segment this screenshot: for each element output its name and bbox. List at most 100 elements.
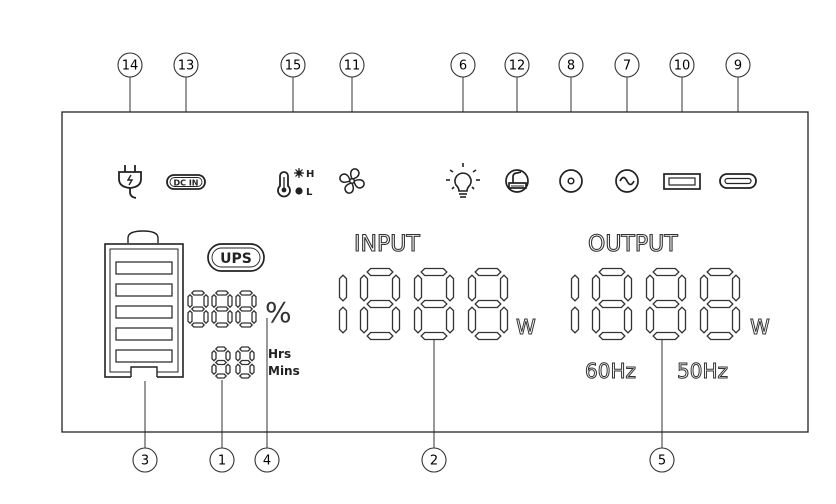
digit-segment xyxy=(420,331,448,341)
digit-segment xyxy=(499,306,509,334)
output-watt-digits xyxy=(570,267,741,341)
svg-text:7: 7 xyxy=(623,59,631,74)
car-charger-icon xyxy=(505,169,529,193)
digit-segment xyxy=(366,299,394,309)
callout-5: 5 xyxy=(649,447,675,473)
digit-segment xyxy=(677,274,687,302)
svg-text:5: 5 xyxy=(658,454,666,469)
callout-2: 2 xyxy=(421,447,447,473)
svg-text:1: 1 xyxy=(218,454,226,469)
callout-6: 6 xyxy=(450,52,476,78)
callout-8: 8 xyxy=(558,52,584,78)
digit-segment xyxy=(227,309,233,325)
svg-text:11: 11 xyxy=(344,59,361,74)
svg-text:2: 2 xyxy=(430,454,438,469)
callout-11: 11 xyxy=(339,52,365,78)
digit-segment xyxy=(467,306,477,334)
svg-text:15: 15 xyxy=(285,59,302,74)
percent-sign: % xyxy=(265,296,292,329)
digit-segment xyxy=(359,274,369,302)
svg-text:9: 9 xyxy=(734,59,742,74)
sun-small-icon xyxy=(294,168,304,178)
callout-15: 15 xyxy=(280,52,306,78)
digit-segment xyxy=(338,306,348,334)
digit-segment xyxy=(211,293,217,309)
digit-segment xyxy=(214,306,230,312)
digit-segment xyxy=(214,322,230,328)
digit-segment xyxy=(598,267,626,277)
digit-segment xyxy=(467,274,477,302)
digit-segment xyxy=(225,363,231,376)
battery-bar xyxy=(115,305,173,319)
svg-text:DC IN: DC IN xyxy=(174,179,199,188)
callout-12: 12 xyxy=(504,52,530,78)
time-digits xyxy=(211,346,255,379)
digit-segment xyxy=(366,331,394,341)
mins-label: Mins xyxy=(268,364,300,378)
digit-segment xyxy=(235,349,241,362)
callout-1: 1 xyxy=(209,447,235,473)
digit-segment xyxy=(474,331,502,341)
freq-60hz-label: 60Hz xyxy=(585,359,636,383)
callout-14: 14 xyxy=(117,52,143,78)
digit-segment xyxy=(251,293,257,309)
digit-segment xyxy=(731,274,741,302)
digit-segment xyxy=(251,309,257,325)
callout-10: 10 xyxy=(669,52,695,78)
digit-segment xyxy=(391,306,401,334)
usb-c-icon xyxy=(719,173,757,189)
percent-digits xyxy=(187,290,257,328)
digit-segment xyxy=(591,274,601,302)
ac-outlet-icon xyxy=(615,169,639,193)
digit-segment xyxy=(238,373,252,379)
digit-segment xyxy=(677,306,687,334)
digit-segment xyxy=(214,290,230,296)
callout-4: 4 xyxy=(254,447,280,473)
temp-high-label: H xyxy=(306,169,314,180)
thermometer-icon xyxy=(277,171,291,198)
svg-text:14: 14 xyxy=(122,59,139,74)
svg-text:10: 10 xyxy=(674,59,691,74)
digit-segment xyxy=(706,331,734,341)
freq-50hz-label: 50Hz xyxy=(677,359,728,383)
digit-segment xyxy=(238,290,254,296)
digit-segment xyxy=(652,299,680,309)
digit-segment xyxy=(235,363,241,376)
digit-segment xyxy=(623,306,633,334)
svg-text:6: 6 xyxy=(459,59,467,74)
digit-segment xyxy=(652,331,680,341)
digit-segment xyxy=(214,373,228,379)
digit-segment xyxy=(203,309,209,325)
digit-segment xyxy=(238,346,252,352)
digit-segment xyxy=(598,299,626,309)
digit-segment xyxy=(190,322,206,328)
digit-segment xyxy=(591,306,601,334)
digit-segment xyxy=(598,331,626,341)
digit-segment xyxy=(359,306,369,334)
digit-segment xyxy=(211,309,217,325)
leader-lines xyxy=(129,77,739,448)
svg-text:13: 13 xyxy=(178,59,195,74)
output-title: OUTPUT xyxy=(588,232,678,257)
digit-segment xyxy=(474,299,502,309)
output-watt-unit: W xyxy=(750,315,770,339)
digit-segment xyxy=(731,306,741,334)
digit-segment xyxy=(570,274,580,302)
digit-segment xyxy=(706,299,734,309)
callout-9: 9 xyxy=(725,52,751,78)
digit-segment xyxy=(238,359,252,366)
digit-segment xyxy=(187,293,193,309)
battery-bar xyxy=(115,261,173,275)
digit-segment xyxy=(706,267,734,277)
temp-low-label: L xyxy=(306,187,313,198)
digit-segment xyxy=(652,267,680,277)
digit-segment xyxy=(645,306,655,334)
battery-bar xyxy=(115,283,173,297)
digit-segment xyxy=(699,306,709,334)
svg-text:12: 12 xyxy=(509,59,526,74)
digit-segment xyxy=(214,346,228,352)
callout-3: 3 xyxy=(132,447,158,473)
digit-segment xyxy=(190,306,206,312)
dc-outlet-icon xyxy=(559,169,583,193)
input-title: INPUT xyxy=(354,232,420,257)
